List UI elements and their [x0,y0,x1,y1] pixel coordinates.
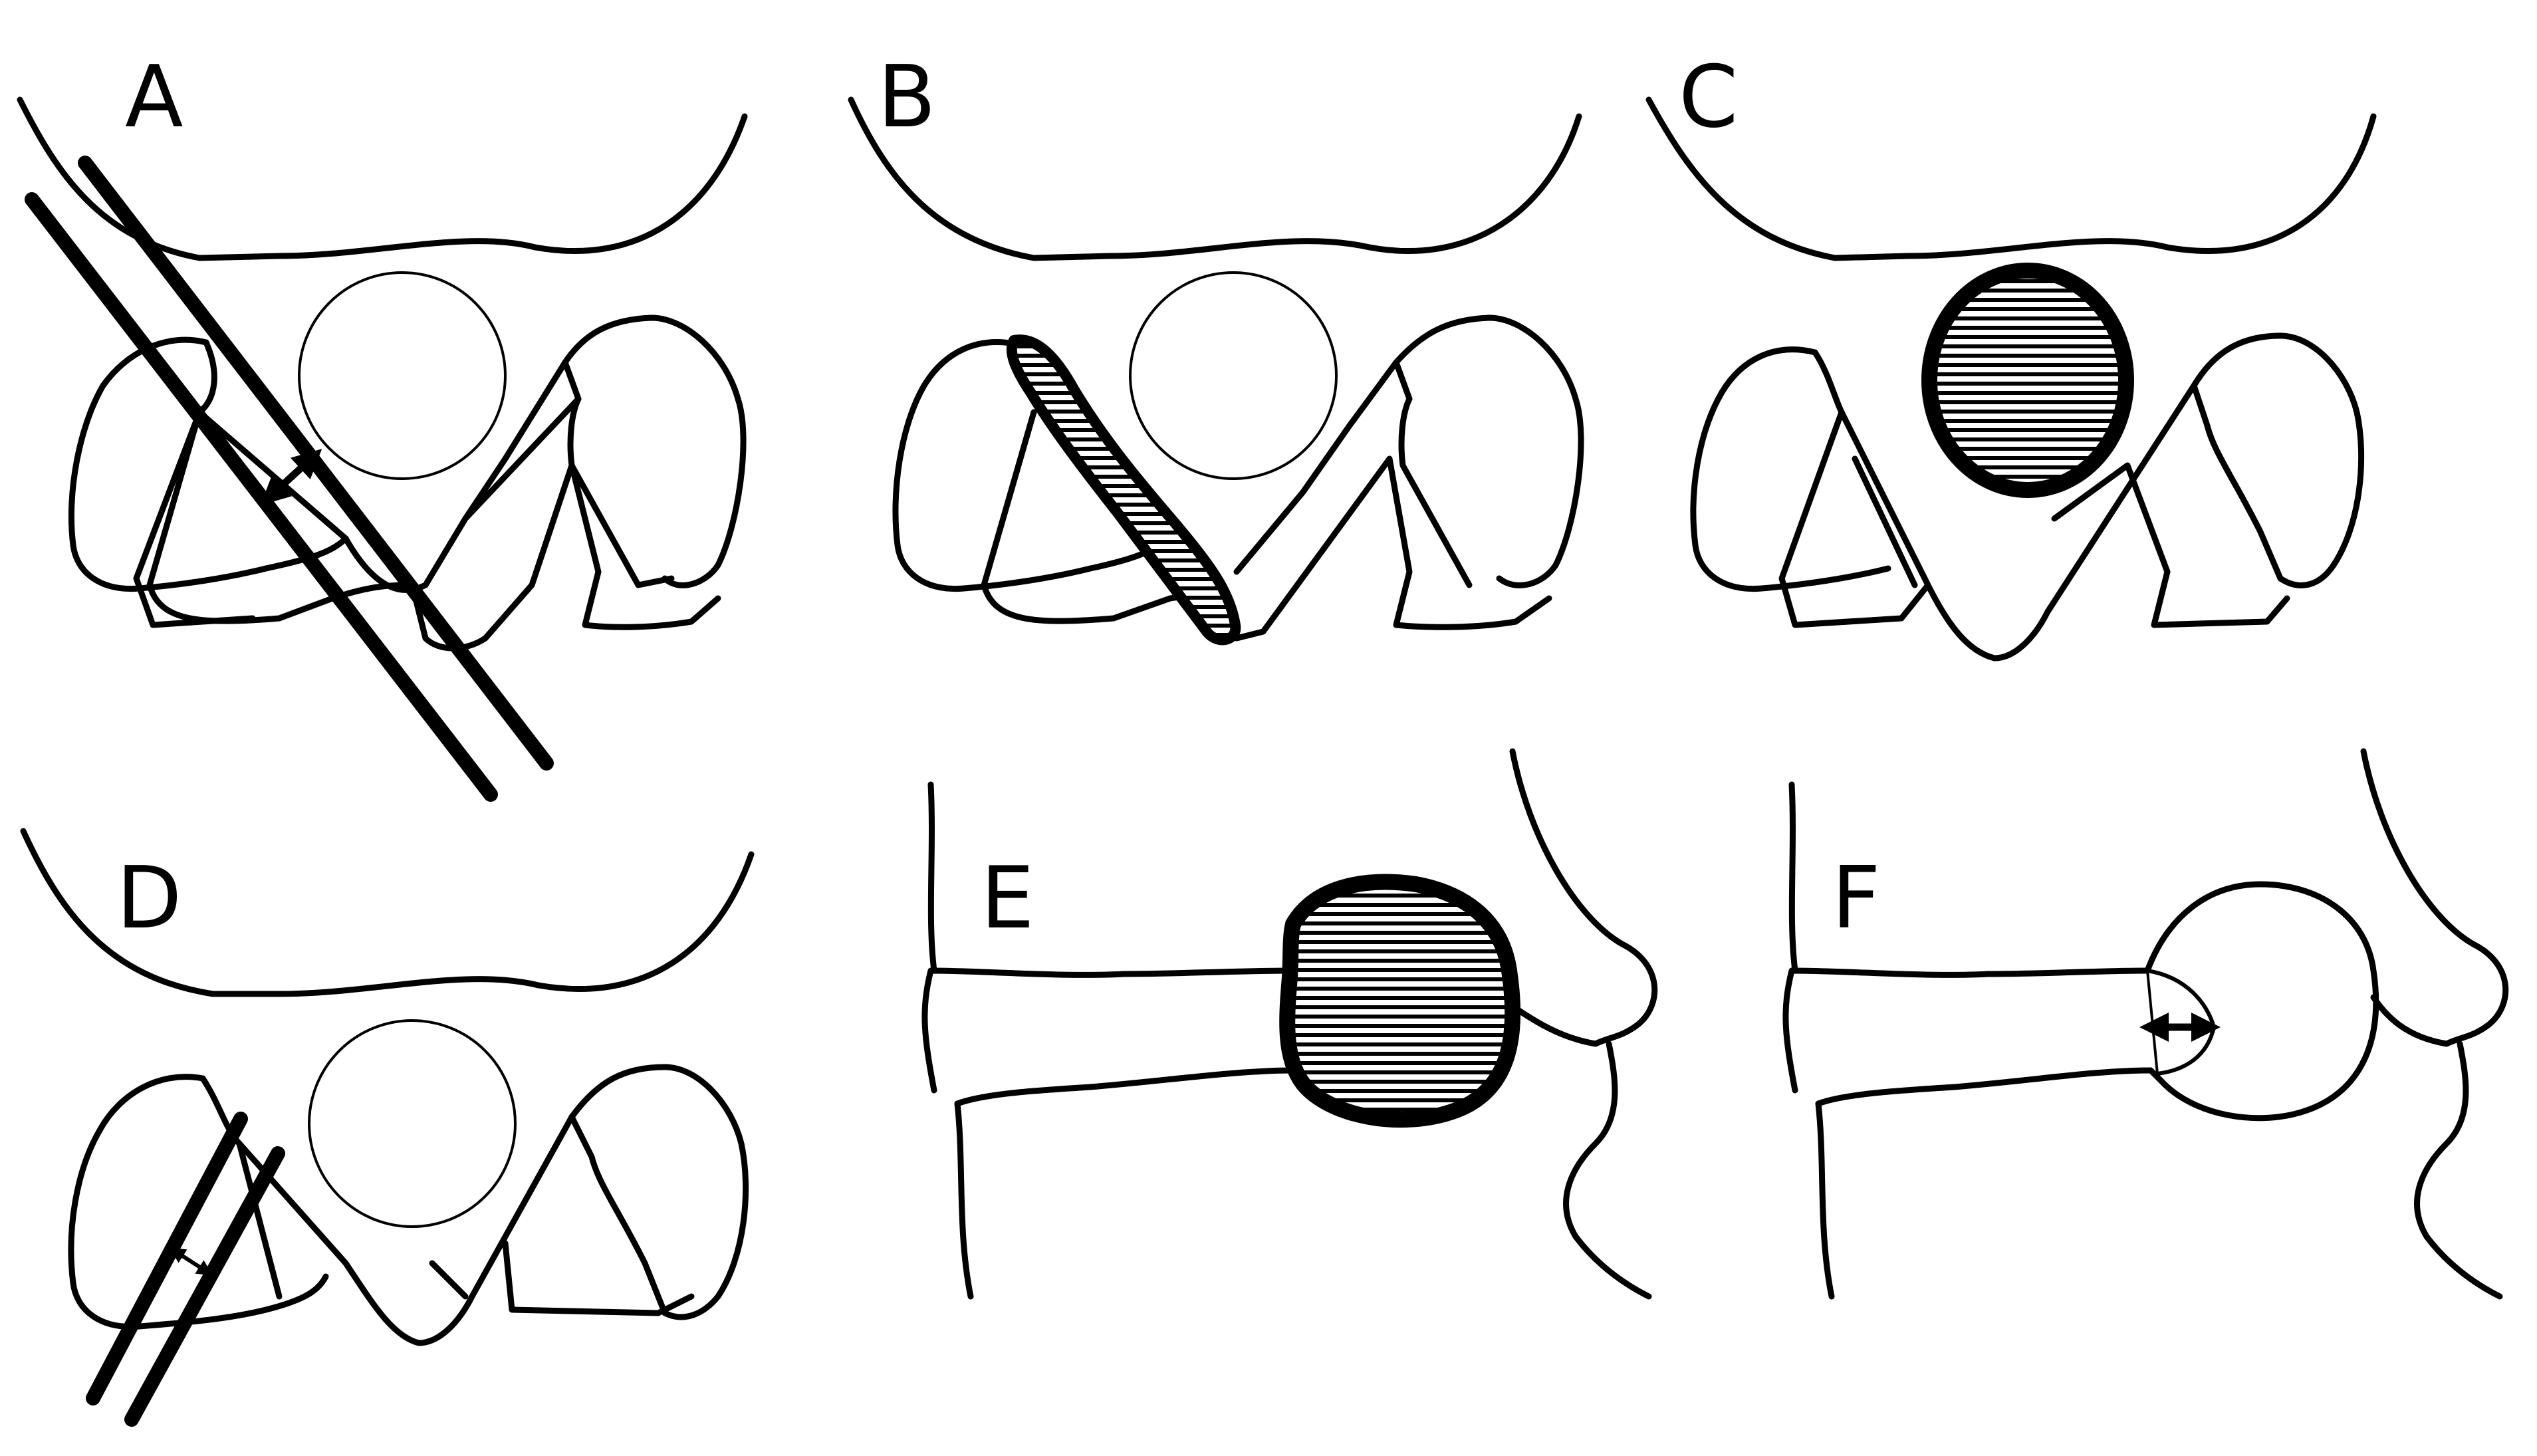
panel-d-screw-line-1 [86,1112,248,1405]
panel-f-breach-mark [2145,969,2216,1076]
panel-e-tumor-lesion [1279,874,1521,1128]
panel-b-lamina-right [1393,314,1584,588]
panel-a: A [17,48,748,802]
panel-e: E [921,748,1658,1300]
panel-f-articular-lower [2414,1040,2503,1300]
panel-b-spinal-canal [1129,271,1338,480]
panel-d-screw-line-2 [124,1146,285,1427]
panel-c-facet-right [1852,455,2290,628]
panel-b-lamina-left [892,339,1173,592]
panel-f-vertebral-body [2144,881,2379,1122]
panel-d-body-outline [20,828,755,997]
panel-e-articular-lower [1563,1040,1652,1300]
panel-e-pedicle [921,967,1296,1107]
panel-d-facet-right [429,1240,695,1316]
panel-b-body-outline [848,96,1582,261]
panel-a-pedicle-inner [196,396,582,542]
panel-a-spinal-canal [298,271,507,480]
panel-b-spinous [1233,359,1399,575]
panel-c: C [1645,48,2377,662]
panel-e-label: E [981,849,1034,948]
panel-a-width-arrow [260,449,322,505]
panel-c-spinous [1838,382,2197,662]
panel-a-body-outline [17,96,748,261]
panel-e-cortex-left-top [927,781,937,974]
panel-a-lamina-right [562,314,747,588]
panel-e-cortex-left-bottom [954,1100,974,1300]
panel-c-label: C [1679,48,1738,147]
panel-d-lamina-right-inner [568,1114,668,1316]
panel-f-cortex-left-bottom [1815,1100,1835,1300]
panel-d-width-arrow [169,1247,213,1276]
panel-f-articular [2360,748,2509,1047]
panel-c-lamina-left-inner [1778,349,1931,628]
panel-a-lamina-right-inner [562,359,675,588]
panel-c-tumor-lesion [1921,263,2134,498]
panel-c-lamina-left [1690,346,1891,592]
panel-d: D [20,828,755,1427]
panel-d-label: D [116,849,182,948]
panel-e-articular [1496,748,1658,1047]
panel-b-lamina-right-inner [1393,359,1473,588]
panel-b-label: B [878,48,936,147]
panel-f-label: F [1832,849,1881,948]
panel-a-spinous [342,359,568,593]
panel-d-spinal-canal [308,1019,517,1228]
panel-f-cortex-left-top [1788,781,1798,974]
panel-c-lamina-right-inner [2191,382,2284,582]
panel-d-lamina-left [68,1074,329,1330]
panel-f: F [1782,748,2509,1300]
panel-d-spinous [236,1114,575,1346]
panel-b: B [848,48,1584,646]
panel-a-lamina-left [68,336,349,592]
panel-f-pedicle [1782,967,2154,1107]
panel-a-label: A [125,48,183,147]
panel-f-breach-divider [2146,970,2159,1074]
panel-b-breach-lesion [1006,334,1241,646]
panel-c-lamina-right [2191,332,2365,588]
panel-d-lamina-right [568,1064,749,1320]
panel-c-body-outline [1645,96,2377,261]
panel-a-screw-line-1 [25,192,498,802]
